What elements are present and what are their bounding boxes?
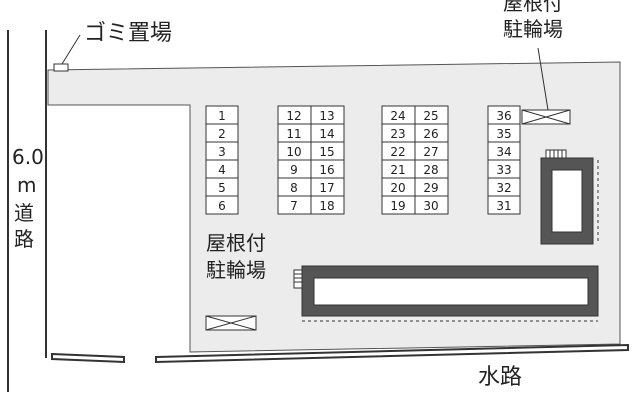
space-17: 17 <box>319 181 334 195</box>
space-18: 18 <box>319 199 334 213</box>
space-31: 31 <box>496 199 511 213</box>
space-13: 13 <box>319 109 334 123</box>
bike-top-cross-b <box>521 109 571 125</box>
road-unit: m <box>17 173 36 197</box>
space-30: 30 <box>423 199 438 213</box>
building-small-inner <box>551 169 583 233</box>
building-small-stairs <box>545 149 567 159</box>
space-28: 28 <box>423 163 438 177</box>
building-long-inner <box>313 277 589 306</box>
space-32: 32 <box>496 181 511 195</box>
space-23: 23 <box>390 127 405 141</box>
space-7: 7 <box>290 199 298 213</box>
space-14: 14 <box>319 127 334 141</box>
building-long-stairs <box>293 269 303 289</box>
space-1: 1 <box>218 109 226 123</box>
road-label-1: 道 <box>14 201 34 225</box>
space-27: 27 <box>423 145 438 159</box>
space-11: 11 <box>286 127 301 141</box>
space-36: 36 <box>496 109 511 123</box>
space-21: 21 <box>390 163 405 177</box>
space-20: 20 <box>390 181 405 195</box>
space-9: 9 <box>290 163 298 177</box>
bike-mid-cross-b <box>205 315 257 331</box>
space-25: 25 <box>423 109 438 123</box>
space-29: 29 <box>423 181 438 195</box>
space-15: 15 <box>319 145 334 159</box>
space-4: 4 <box>218 163 226 177</box>
space-26: 26 <box>423 127 438 141</box>
space-5: 5 <box>218 181 226 195</box>
waterway-edge-right <box>155 343 629 364</box>
space-6: 6 <box>218 199 226 213</box>
bike-top-line-1: 屋根付 <box>503 0 563 15</box>
space-12: 12 <box>286 109 301 123</box>
space-35: 35 <box>496 127 511 141</box>
space-22: 22 <box>390 145 405 159</box>
space-34: 34 <box>496 145 511 159</box>
space-19: 19 <box>390 199 405 213</box>
space-24: 24 <box>390 109 405 123</box>
space-8: 8 <box>290 181 298 195</box>
space-3: 3 <box>218 145 226 159</box>
space-10: 10 <box>286 145 301 159</box>
space-2: 2 <box>218 127 226 141</box>
bike-mid-line-1: 屋根付 <box>206 231 266 255</box>
garbage-label: ゴミ置場 <box>84 21 172 46</box>
bike-top-leader-line <box>537 47 549 111</box>
road-label-2: 路 <box>14 227 34 251</box>
space-33: 33 <box>496 163 511 177</box>
bike-top-line-2: 駐輪場 <box>503 17 563 41</box>
garbage-area <box>53 63 69 72</box>
bike-mid-line-2: 駐輪場 <box>206 258 266 282</box>
waterway-edge-left <box>51 352 125 364</box>
road-width: 6.0 <box>12 145 44 169</box>
garbage-leader-line <box>61 34 81 65</box>
waterway-label: 水路 <box>478 365 522 390</box>
space-16: 16 <box>319 163 334 177</box>
